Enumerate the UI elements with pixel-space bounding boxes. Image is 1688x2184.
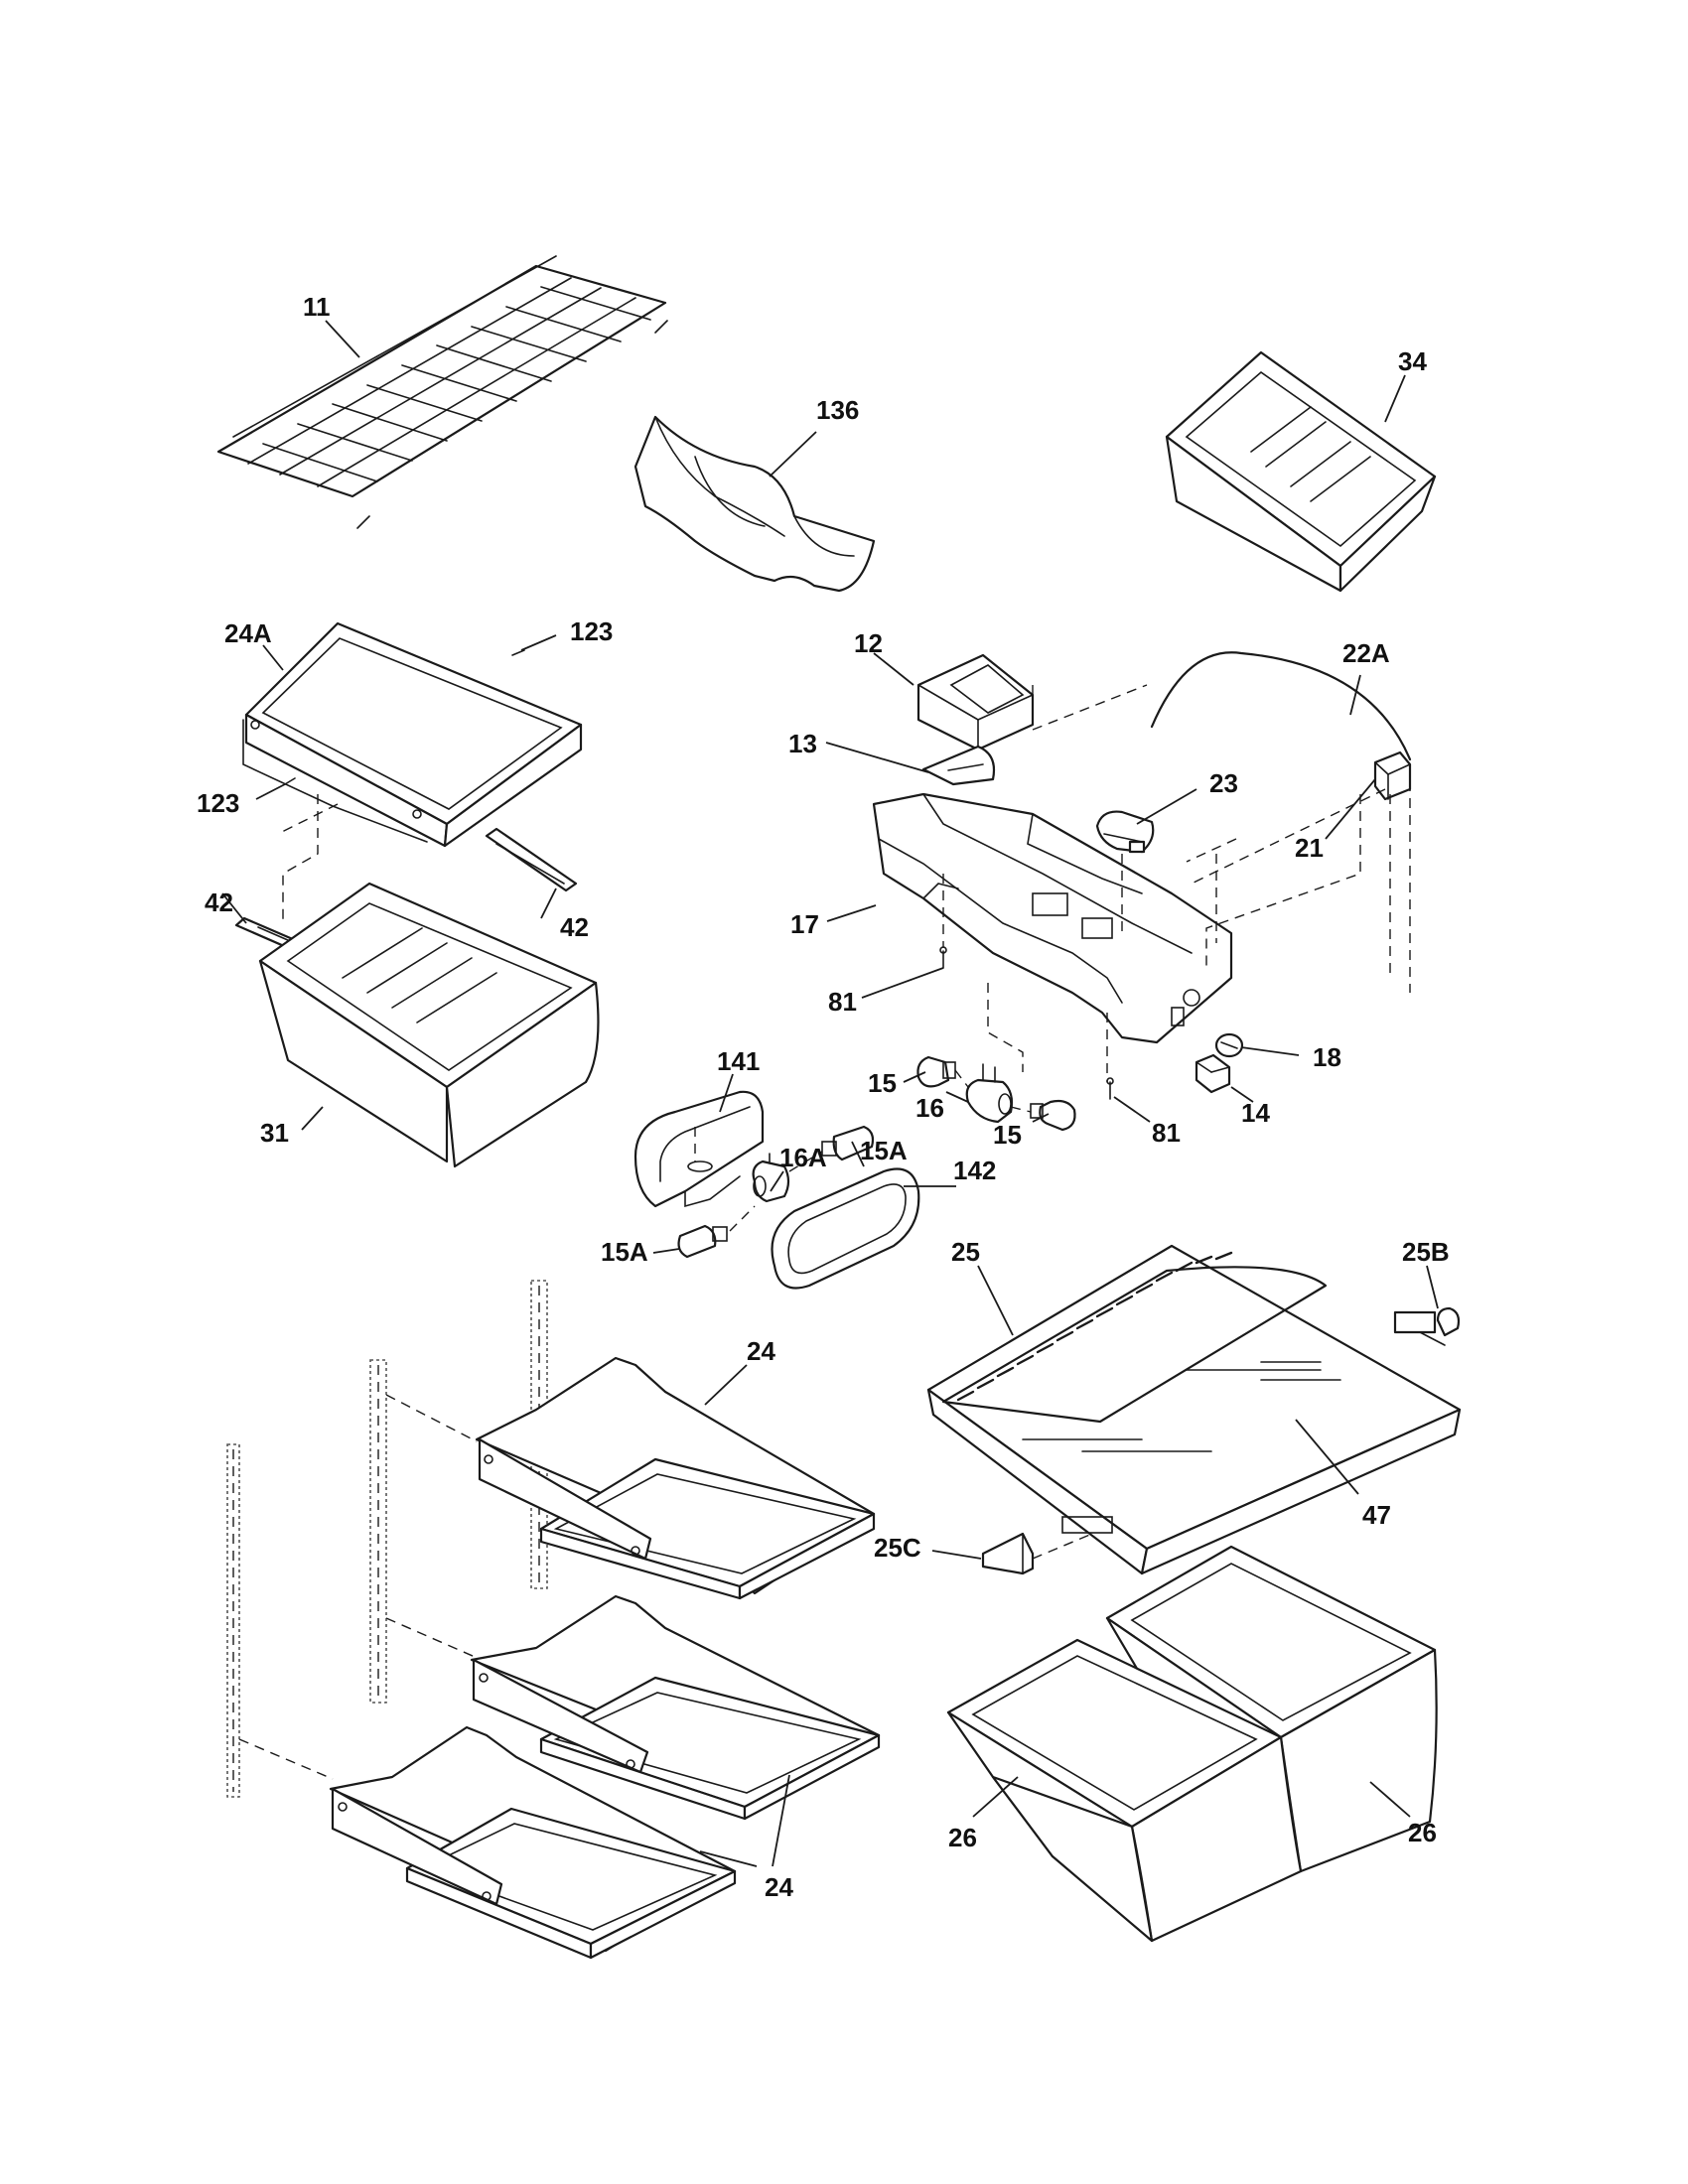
label-136: 136 — [816, 395, 859, 425]
part-11-wire-shelf — [216, 255, 668, 529]
part-14-switch — [1195, 1053, 1231, 1094]
rail-left-tall — [226, 1443, 240, 1798]
callout-labels: 11 136 34 24A 123 123 12 22A 13 23 21 42… — [197, 292, 1450, 1902]
label-12: 12 — [854, 628, 883, 658]
part-23-control — [1095, 810, 1155, 854]
label-24a: 24 — [747, 1336, 775, 1366]
label-25B: 25B — [1402, 1237, 1450, 1267]
part-141-light-shield — [633, 1090, 765, 1208]
part-25-crisper-cover — [926, 1244, 1462, 1575]
label-16: 16 — [915, 1093, 944, 1123]
part-13-deflector — [921, 745, 996, 786]
part-31-drawer — [258, 882, 600, 1168]
part-42-slide-right — [485, 827, 578, 892]
part-142-lens — [771, 1167, 920, 1290]
label-142: 142 — [953, 1156, 996, 1185]
label-16A: 16A — [779, 1143, 827, 1172]
leader-lines — [221, 320, 1439, 1867]
label-42a: 42 — [560, 912, 589, 942]
label-18: 18 — [1313, 1042, 1341, 1072]
label-15Ab: 15A — [601, 1237, 648, 1267]
label-26a: 26 — [948, 1823, 977, 1852]
label-15b: 15 — [993, 1120, 1022, 1150]
label-23: 23 — [1209, 768, 1238, 798]
label-81b: 81 — [1152, 1118, 1181, 1148]
part-123-screw-a — [511, 649, 525, 656]
label-24A: 24A — [224, 618, 272, 648]
part-25C-clip — [981, 1532, 1035, 1575]
label-31: 31 — [260, 1118, 289, 1148]
part-22A-wire-harness — [1150, 651, 1412, 761]
part-15A-bulb-b — [677, 1224, 728, 1259]
label-24b: 24 — [765, 1872, 793, 1902]
part-15-bulb-b — [1030, 1099, 1076, 1132]
part-24-shelf-top — [475, 1356, 876, 1600]
label-47: 47 — [1362, 1500, 1391, 1530]
label-15a: 15 — [868, 1068, 897, 1098]
part-81-screw-b — [1106, 1077, 1114, 1100]
label-11: 11 — [303, 292, 331, 322]
part-26-drawer-right — [1105, 1545, 1438, 1873]
part-18-knob — [1214, 1032, 1244, 1058]
label-22A: 22A — [1342, 638, 1390, 668]
part-24-shelf-bottom — [329, 1725, 737, 1960]
label-25C: 25C — [874, 1533, 921, 1563]
label-26b: 26 — [1408, 1818, 1437, 1847]
label-123b: 123 — [197, 788, 239, 818]
label-141: 141 — [717, 1046, 760, 1076]
label-14: 14 — [1241, 1098, 1270, 1128]
label-25: 25 — [951, 1237, 980, 1267]
part-16A-socket — [752, 1153, 790, 1203]
part-34-bin — [1165, 350, 1437, 593]
label-34: 34 — [1398, 346, 1427, 376]
part-24-shelf-middle — [470, 1594, 881, 1821]
part-15-bulb-a — [916, 1055, 956, 1088]
label-123a: 123 — [570, 616, 613, 646]
label-17: 17 — [790, 909, 819, 939]
part-81-screw-a — [939, 946, 947, 969]
part-25B-clip — [1393, 1306, 1461, 1346]
part-17-housing — [872, 792, 1233, 1044]
part-16-socket — [965, 1063, 1014, 1124]
part-26-drawer-left — [946, 1638, 1303, 1943]
label-13: 13 — [788, 729, 817, 758]
part-12-cover — [916, 653, 1035, 751]
label-15Aa: 15A — [860, 1136, 908, 1165]
rail-middle — [369, 1359, 387, 1704]
label-42b: 42 — [205, 887, 233, 917]
part-24A-shelf — [242, 621, 583, 848]
label-81a: 81 — [828, 987, 857, 1017]
part-136-bottle-holder — [633, 415, 876, 593]
label-21: 21 — [1295, 833, 1324, 863]
part-123-screw-b — [284, 777, 296, 785]
